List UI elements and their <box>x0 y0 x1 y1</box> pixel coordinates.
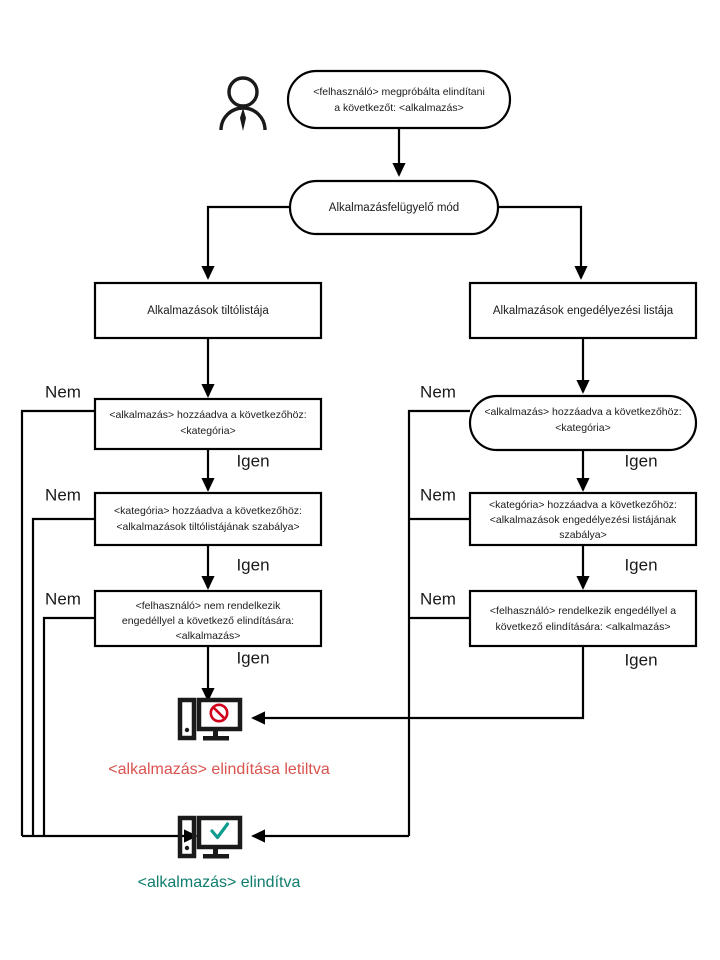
node-deny-category-in-rule-line2: <alkalmazások tiltólistájának szabálya> <box>116 521 299 533</box>
wire-left-user-perm-no <box>42 616 95 836</box>
node-deny-app-in-category-line2: <kategória> <box>180 425 235 437</box>
wire-left-app-category-no <box>20 409 95 836</box>
edge-label-left-user-perm-no: Nem <box>45 589 81 608</box>
edge-label-right-user-perm-no: Nem <box>420 589 456 608</box>
node-deny-category-in-rule-line1: <kategória> hozzáadva a következőhöz: <box>114 505 302 517</box>
edge-mode-to-allow-list <box>498 205 588 280</box>
node-allow-user-permission-line2: következő elindítására: <alkalmazás> <box>495 621 670 633</box>
edge-label-right-app-category-yes: Igen <box>624 451 657 470</box>
node-allow-category-in-rule: <kategória> hozzáadva a következőhöz: <a… <box>468 491 698 547</box>
node-allow-user-permission-line1: <felhasználó> rendelkezik engedéllyel a <box>490 605 676 617</box>
node-mode: Alkalmazásfelügyelő mód <box>288 179 500 236</box>
node-deny-user-no-permission-line1: <felhasználó> nem rendelkezik <box>136 600 282 612</box>
node-allow-app-in-category: <alkalmazás> hozzáadva a következőhöz: <… <box>468 394 698 452</box>
edge-label-right-user-perm-yes: Igen <box>624 650 657 669</box>
wire-left-category-rule-no <box>31 517 95 836</box>
computer-blocked-icon <box>177 697 243 741</box>
node-allow-category-in-rule-line1: <kategória> hozzáadva a következőhöz: <box>489 499 677 511</box>
node-deny-user-no-permission: <felhasználó> nem rendelkezik engedéllye… <box>93 589 323 648</box>
node-deny-user-no-permission-line2: engedéllyel a következő elindítására: <box>122 615 294 627</box>
edge-label-left-user-perm-yes: Igen <box>236 648 269 667</box>
node-deny-user-no-permission-line3: <alkalmazás> <box>176 630 241 642</box>
caption-started: <alkalmazás> elindítva <box>138 874 301 891</box>
node-mode-line1: Alkalmazásfelügyelő mód <box>329 202 459 214</box>
edge-label-left-category-rule-yes: Igen <box>236 555 269 574</box>
node-start-line2: a következőt: <alkalmazás> <box>334 102 464 114</box>
wire-right-app-category-no <box>407 409 470 718</box>
node-start-line1: <felhasználó> megpróbálta elindítani <box>313 86 485 98</box>
node-start: <felhasználó> megpróbálta elindítani a k… <box>286 69 512 130</box>
node-allow-app-in-category-line2: <kategória> <box>555 422 610 434</box>
node-deny-app-in-category: <alkalmazás> hozzáadva a következőhöz: <… <box>93 397 323 451</box>
node-deny-list: Alkalmazások tiltólistája <box>93 281 323 340</box>
edge-label-left-category-rule-no: Nem <box>45 485 81 504</box>
node-allow-list: Alkalmazások engedélyezési listája <box>468 281 698 340</box>
node-allow-category-in-rule-line3: szabálya> <box>559 529 607 541</box>
edge-label-left-app-category-yes: Igen <box>236 451 269 470</box>
computer-allowed-icon <box>177 815 243 859</box>
node-deny-app-in-category-line1: <alkalmazás> hozzáadva a következőhöz: <box>109 409 306 421</box>
node-allow-category-in-rule-line2: <alkalmazások engedélyezési listájának <box>490 514 677 526</box>
node-allow-list-line1: Alkalmazások engedélyezési listája <box>493 305 674 317</box>
caption-blocked: <alkalmazás> elindítása letiltva <box>108 761 330 778</box>
node-deny-category-in-rule: <kategória> hozzáadva a következőhöz: <a… <box>93 491 323 547</box>
node-deny-list-line1: Alkalmazások tiltólistája <box>147 305 269 317</box>
edge-label-right-app-category-no: Nem <box>420 382 456 401</box>
user-person-icon <box>219 76 267 131</box>
edge-label-left-app-category-no: Nem <box>45 382 81 401</box>
node-allow-app-in-category-line1: <alkalmazás> hozzáadva a következőhöz: <box>484 406 681 418</box>
edge-label-right-category-rule-no: Nem <box>420 485 456 504</box>
edge-right-user-perm-yes-to-blocked <box>251 646 585 725</box>
node-allow-user-permission: <felhasználó> rendelkezik engedéllyel a … <box>468 589 698 648</box>
edge-mode-to-deny-list <box>201 205 290 280</box>
edge-label-right-category-rule-yes: Igen <box>624 555 657 574</box>
